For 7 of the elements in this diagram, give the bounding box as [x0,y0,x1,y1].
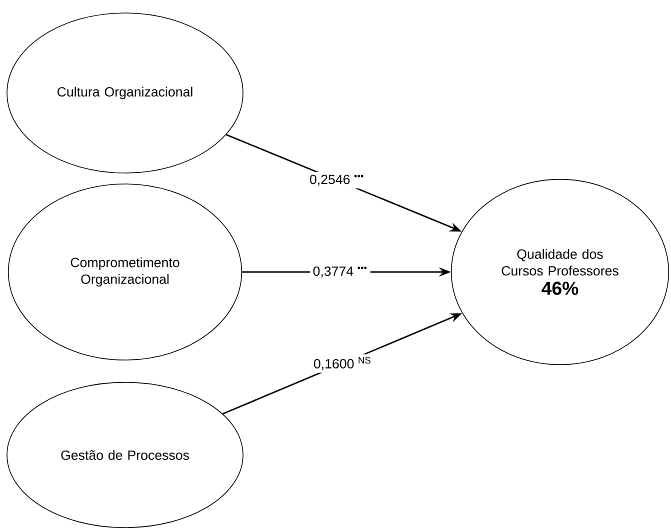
ellipse-node: Comprometimento Organizacional [8,184,242,360]
ellipse-node: Gestão de Processos [6,382,244,528]
ellipse-node: Cultura Organizacional [6,12,244,174]
edge-label: 0,2546 $^{•••}$ [306,172,368,188]
ellipse-node: Qualidade dos Cursos Professores 46% [450,178,670,366]
edge-label: 0,3774 $^{•••}$ [310,264,370,280]
edge-label: 0,1600 $^{NS}$ [310,354,374,373]
